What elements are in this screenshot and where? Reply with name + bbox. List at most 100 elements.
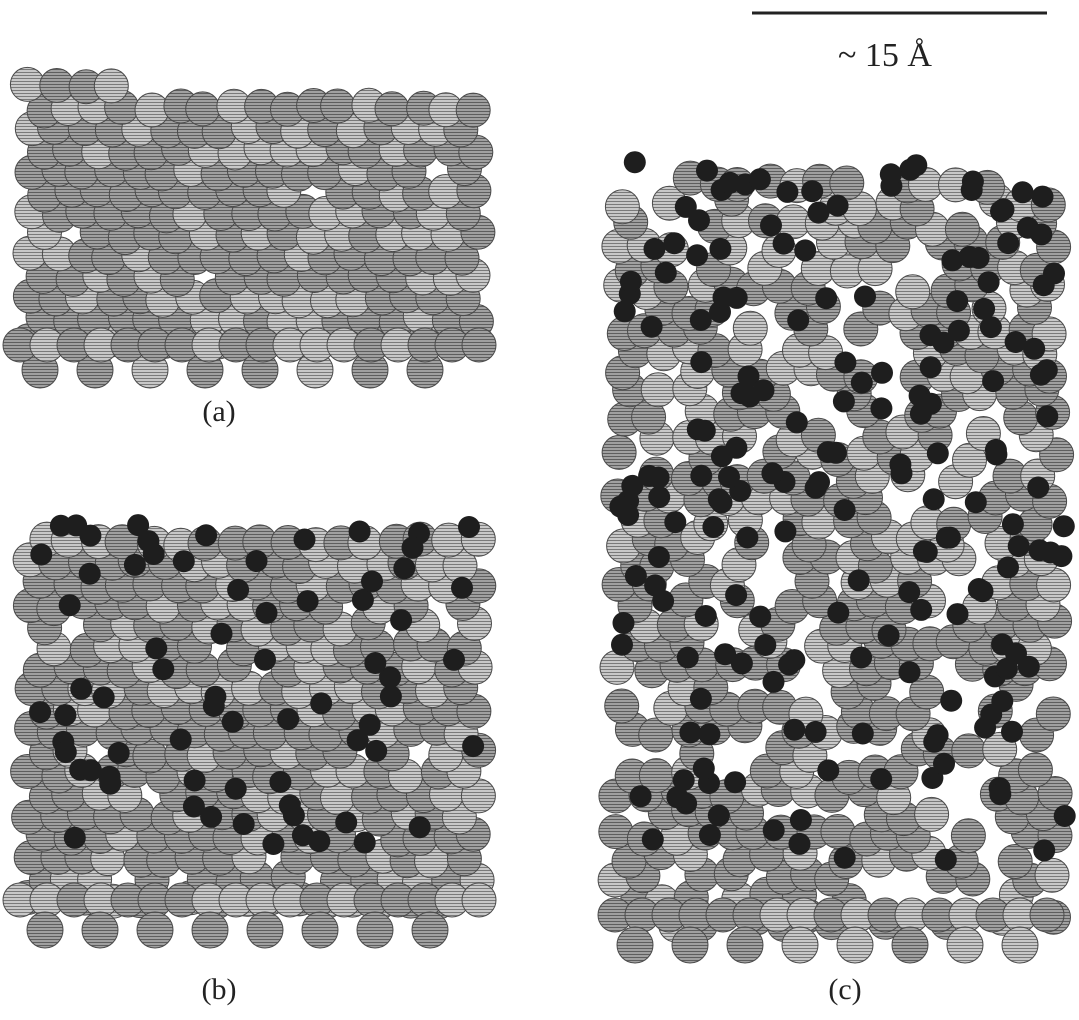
- host-atom: [1034, 857, 1070, 893]
- adsorbate-atom: [709, 237, 732, 260]
- adsorbate-atom: [688, 209, 710, 232]
- adsorbate-atom: [1029, 363, 1052, 386]
- adsorbate-atom: [979, 316, 1002, 339]
- adsorbate-atom: [898, 581, 921, 604]
- adsorbate-atom: [776, 180, 799, 203]
- adsorbate-atom: [991, 690, 1014, 713]
- adsorbate-atom: [992, 198, 1015, 221]
- adsorbate-atom: [1001, 720, 1023, 743]
- adsorbate-atom: [789, 809, 812, 831]
- adsorbate-atom: [269, 771, 292, 793]
- adsorbate-atom: [933, 752, 955, 775]
- adsorbate-atom: [737, 365, 760, 388]
- adsorbate-atom: [358, 713, 381, 736]
- adsorbate-atom: [278, 794, 301, 817]
- adsorbate-atom: [666, 786, 689, 809]
- adsorbate-atom: [348, 520, 371, 543]
- adsorbate-atom: [971, 580, 994, 603]
- adsorbate-atom: [29, 701, 52, 724]
- adsorbate-atom: [623, 151, 646, 174]
- adsorbate-atom: [195, 524, 218, 547]
- adsorbate-atom: [310, 692, 333, 715]
- adsorbate-atom: [351, 588, 374, 611]
- adsorbate-atom: [725, 286, 748, 309]
- adsorbate-atom: [277, 708, 300, 731]
- adsorbate-atom: [1031, 185, 1054, 208]
- adsorbate-atom: [1017, 655, 1040, 678]
- adsorbate-atom: [1004, 331, 1027, 353]
- host-atom: [836, 926, 874, 964]
- adsorbate-atom: [255, 601, 278, 624]
- adsorbate-atom: [679, 721, 702, 744]
- adsorbate-atom: [1052, 515, 1075, 538]
- adsorbate-atom: [183, 769, 206, 792]
- adsorbate-atom: [401, 536, 424, 559]
- adsorbate-atom: [762, 819, 785, 842]
- adsorbate-atom: [79, 759, 102, 782]
- adsorbate-atom: [78, 562, 101, 585]
- adsorbate-atom: [804, 720, 827, 743]
- adsorbate-atom: [364, 652, 387, 674]
- adsorbate-atom: [787, 309, 810, 332]
- adsorbate-atom: [960, 179, 983, 201]
- adsorbate-atom: [785, 411, 808, 434]
- adsorbate-atom: [707, 488, 730, 511]
- adsorbate-atom: [393, 557, 416, 580]
- adsorbate-atom: [832, 390, 855, 413]
- adsorbate-atom: [70, 677, 93, 700]
- adsorbate-atom: [947, 319, 970, 342]
- adsorbate-atom: [221, 710, 244, 733]
- adsorbate-atom: [1001, 513, 1024, 536]
- adsorbate-atom: [613, 300, 636, 323]
- adsorbate-atom: [647, 546, 670, 568]
- adsorbate-atom: [833, 499, 856, 521]
- adsorbate-atom: [169, 728, 192, 751]
- adsorbate-atom: [985, 443, 1008, 466]
- adsorbate-atom: [353, 831, 376, 854]
- adsorbate-atom: [946, 603, 969, 626]
- adsorbate-atom: [609, 495, 632, 518]
- adsorbate-atom: [725, 584, 748, 607]
- adsorbate-atom: [672, 769, 695, 792]
- adsorbate-atom: [648, 486, 671, 509]
- adsorbate-atom: [989, 783, 1012, 806]
- host-atom: [671, 926, 709, 964]
- host-atom: [9, 66, 45, 102]
- adsorbate-atom: [922, 488, 945, 511]
- host-atom: [914, 796, 950, 832]
- adsorbate-atom: [293, 528, 316, 551]
- adsorbate-atom: [689, 309, 712, 331]
- adsorbate-atom: [696, 159, 718, 182]
- adsorbate-atom: [851, 722, 874, 745]
- adsorbate-atom: [905, 154, 928, 177]
- adsorbate-atom: [982, 370, 1005, 393]
- adsorbate-atom: [335, 811, 358, 834]
- adsorbate-atom: [870, 768, 893, 791]
- host-atom: [1037, 776, 1073, 811]
- adsorbate-atom: [718, 171, 741, 194]
- adsorbate-atom: [847, 569, 870, 592]
- adsorbate-atom: [210, 622, 233, 645]
- adsorbate-atom: [783, 649, 806, 672]
- adsorbate-atom: [1023, 337, 1046, 360]
- adsorbate-atom: [63, 826, 86, 849]
- adsorbate-atom: [676, 646, 699, 669]
- adsorbate-atom: [926, 724, 949, 747]
- adsorbate-atom: [204, 685, 227, 708]
- adsorbate-atom: [123, 553, 146, 576]
- host-atom: [950, 818, 986, 854]
- adsorbate-atom: [365, 739, 388, 762]
- adsorbate-atom: [934, 848, 957, 871]
- adsorbate-atom: [754, 634, 777, 656]
- host-atom: [185, 91, 221, 127]
- host-atom: [616, 926, 654, 964]
- host-atom: [820, 814, 856, 849]
- host-atom: [891, 926, 929, 964]
- adsorbate-atom: [408, 816, 431, 839]
- adsorbate-atom: [919, 324, 942, 347]
- adsorbate-atom: [361, 570, 383, 593]
- adsorbate-atom: [629, 785, 652, 808]
- adsorbate-atom: [761, 462, 784, 485]
- adsorbate-atom: [714, 643, 737, 666]
- host-atom: [26, 911, 64, 949]
